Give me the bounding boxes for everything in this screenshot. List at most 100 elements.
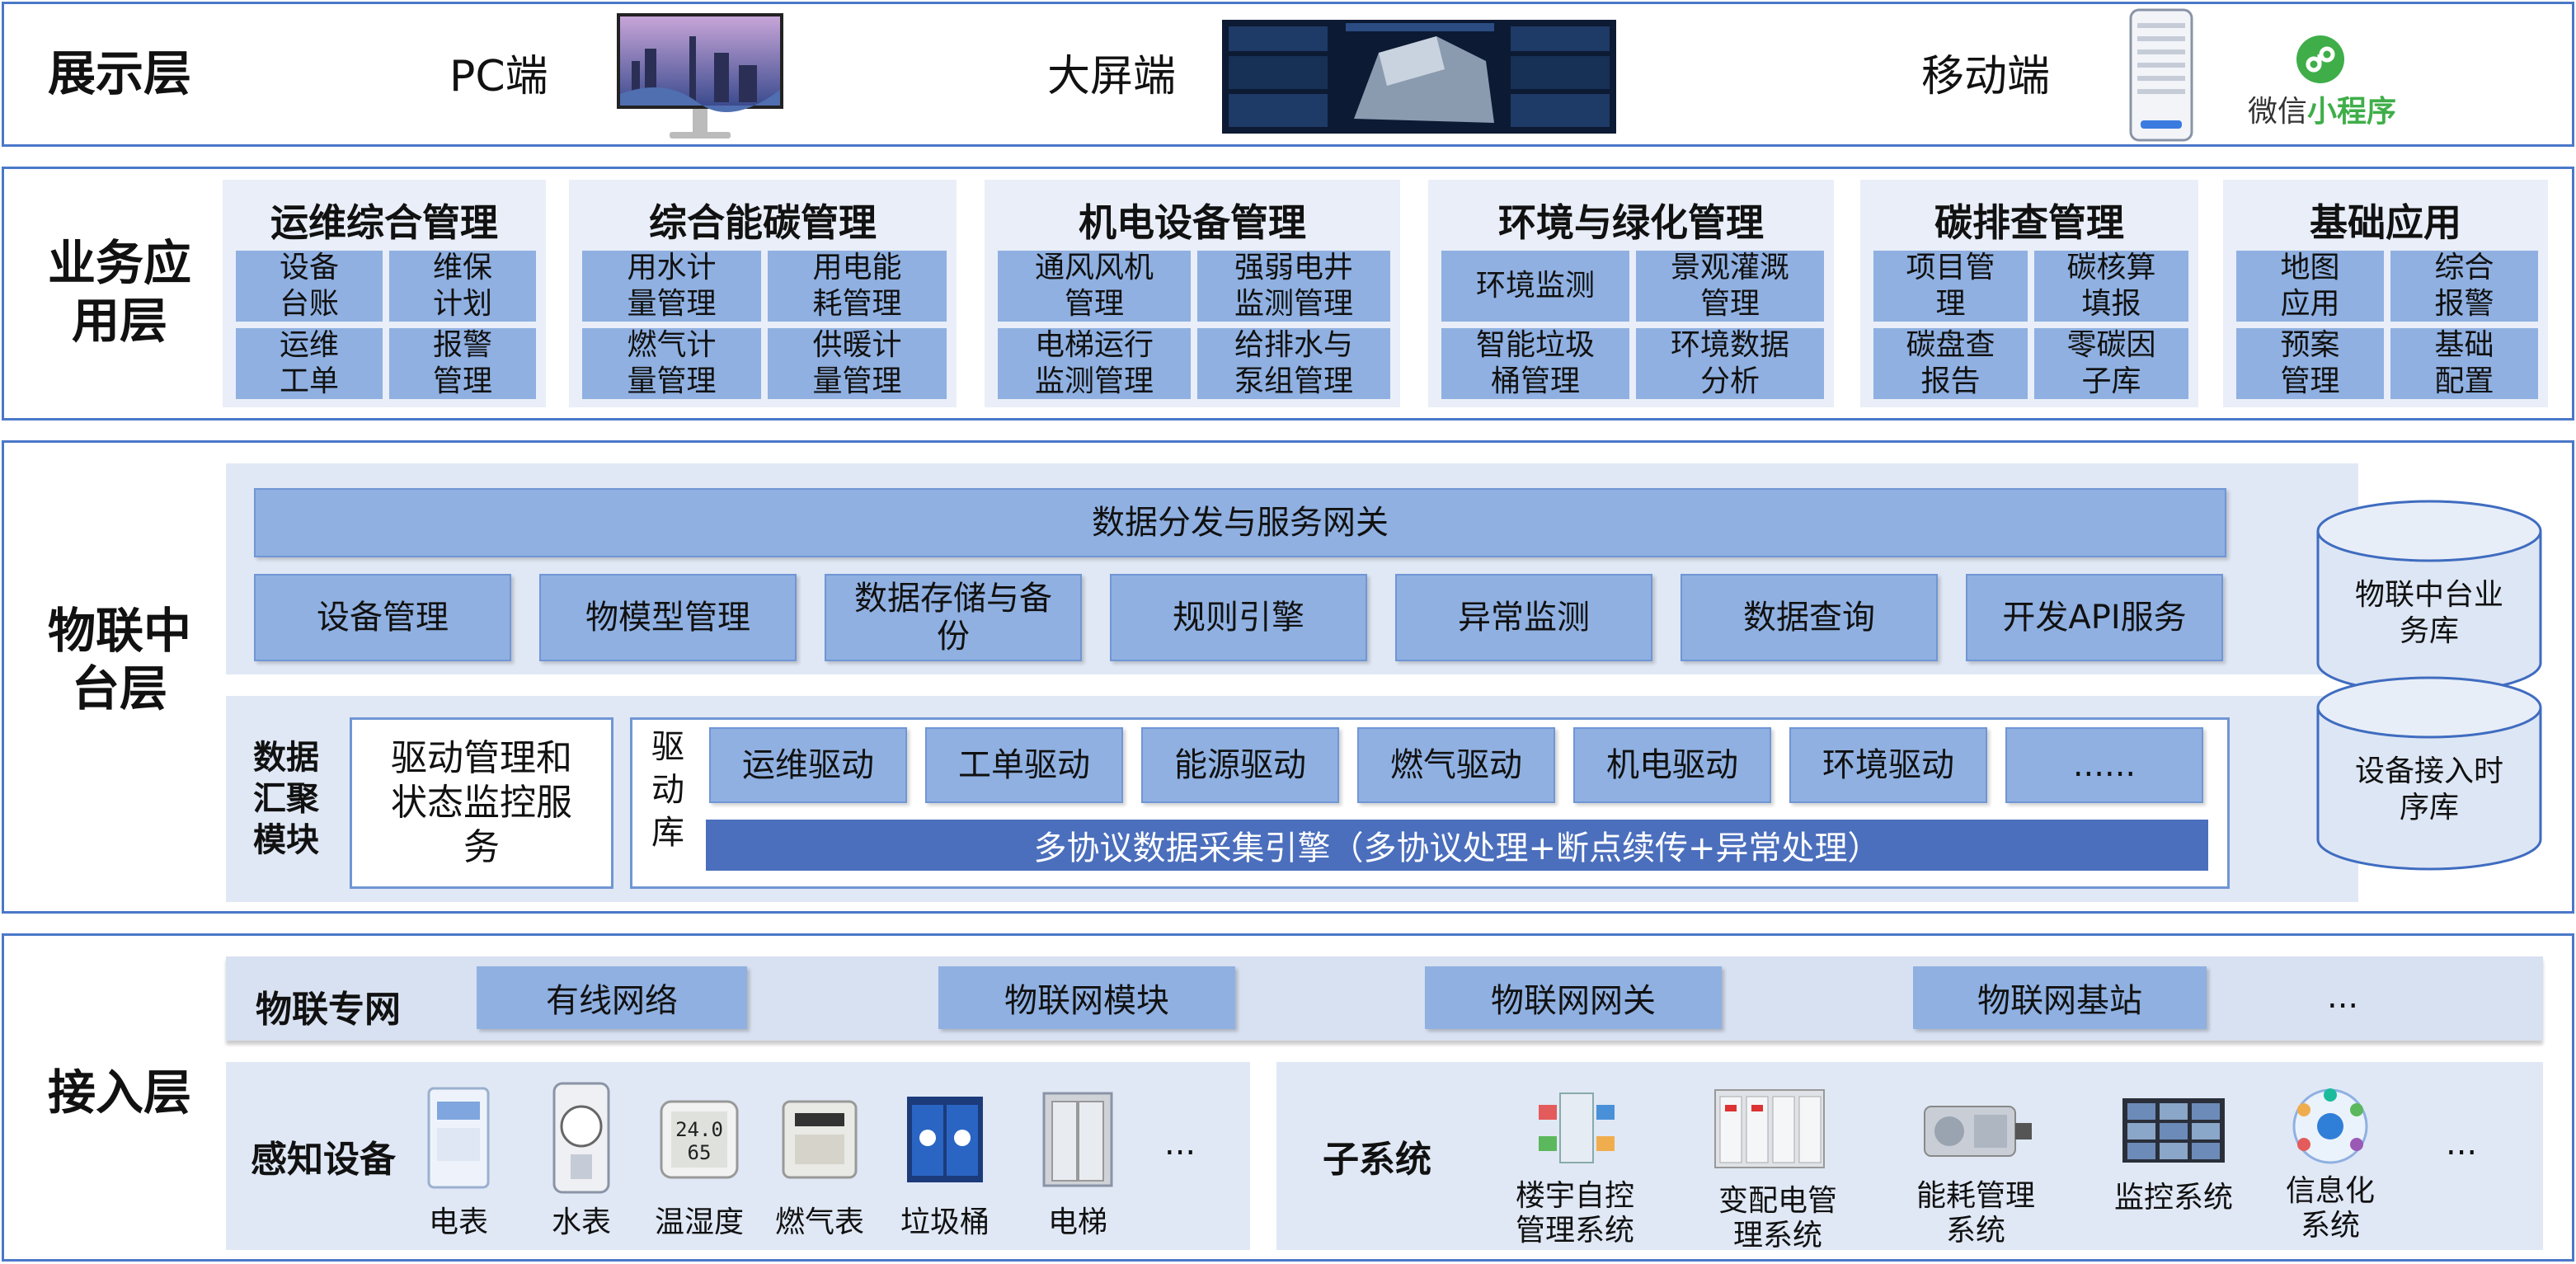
wechat-miniprogram-icon bbox=[2296, 35, 2345, 84]
power-distribution-icon bbox=[1712, 1085, 1827, 1171]
business-cell-label: 设备 台账 bbox=[279, 251, 339, 321]
business-cell[interactable]: 基础 配置 bbox=[2390, 328, 2538, 399]
business-cell-label: 预案 管理 bbox=[2280, 328, 2340, 398]
multi-protocol-engine-bar[interactable]: 多协议数据采集引擎（多协议处理+断点续传+异常处理） bbox=[706, 820, 2208, 871]
business-cell[interactable]: 碳核算 填报 bbox=[2034, 251, 2188, 322]
electric-meter-icon bbox=[425, 1085, 491, 1191]
service-gateway-bar[interactable]: 数据分发与服务网关 bbox=[254, 488, 2226, 557]
driver-module[interactable]: 运维驱动 bbox=[709, 727, 907, 803]
business-cell[interactable]: 报警 管理 bbox=[389, 328, 536, 399]
driver-module[interactable]: 工单驱动 bbox=[925, 727, 1123, 803]
service-module-label: 数据存储与备 份 bbox=[854, 580, 1052, 655]
device-label: 垃圾桶 bbox=[900, 1205, 990, 1239]
service-module[interactable]: 异常监测 bbox=[1395, 574, 1652, 661]
business-cell[interactable]: 零碳因 子库 bbox=[2034, 328, 2188, 399]
business-cell[interactable]: 环境监测 bbox=[1441, 251, 1629, 322]
service-module[interactable]: 数据存储与备 份 bbox=[825, 574, 1082, 661]
business-cell-label: 供暖计 量管理 bbox=[812, 328, 902, 398]
business-cell[interactable]: 用水计 量管理 bbox=[582, 251, 761, 322]
bigscreen-label: 大屏端 bbox=[1047, 52, 1177, 101]
iot-platform-layer-title: 物联中台层 bbox=[47, 603, 191, 717]
business-cell[interactable]: 用电能 耗管理 bbox=[768, 251, 947, 322]
network-module[interactable]: 物联网网关 bbox=[1425, 966, 1722, 1029]
subsystems-more: ... bbox=[2446, 1125, 2478, 1163]
subsystem-label-text: 楼宇自控 管理系统 bbox=[1515, 1179, 1634, 1248]
subsystem-label-item: 楼宇自控 管理系统 bbox=[1484, 1179, 1666, 1248]
driver-module[interactable]: 机电驱动 bbox=[1573, 727, 1771, 803]
service-module[interactable]: 数据查询 bbox=[1681, 574, 1938, 661]
business-cell-label: 项目管 理 bbox=[1906, 251, 1995, 321]
business-group-title: 碳排查管理 bbox=[1934, 200, 2124, 245]
business-cell-label: 通风风机 管理 bbox=[1034, 251, 1154, 321]
business-cell[interactable]: 运维 工单 bbox=[236, 328, 383, 399]
business-cell[interactable]: 项目管 理 bbox=[1873, 251, 2028, 322]
network-module[interactable]: 物联网模块 bbox=[938, 966, 1235, 1029]
business-db-label-text: 物联中台业 务库 bbox=[2354, 578, 2503, 648]
business-cell-label: 维保 计划 bbox=[432, 251, 492, 321]
information-system-icon bbox=[2289, 1085, 2372, 1168]
service-module[interactable]: 开发API服务 bbox=[1966, 574, 2223, 661]
subsystem-label-item: 变配电管 理系统 bbox=[1687, 1184, 1869, 1253]
business-cell[interactable]: 强弱电井 监测管理 bbox=[1197, 251, 1390, 322]
business-cell-label: 用水计 量管理 bbox=[627, 251, 717, 321]
driver-service-text: 驱动管理和 状态监控服 务 bbox=[391, 737, 572, 868]
business-db-icon bbox=[2315, 498, 2543, 696]
driver-module[interactable]: 能源驱动 bbox=[1141, 727, 1339, 803]
business-cell[interactable]: 综合 报警 bbox=[2390, 251, 2538, 322]
sensing-label: 感知设备 bbox=[251, 1139, 396, 1181]
business-group-title: 机电设备管理 bbox=[1079, 200, 1306, 245]
timeseries-db-label-text: 设备接入时 序库 bbox=[2354, 754, 2503, 825]
service-module[interactable]: 物模型管理 bbox=[539, 574, 797, 661]
business-cell-label: 基础 配置 bbox=[2434, 328, 2494, 398]
business-cell[interactable]: 燃气计 量管理 bbox=[582, 328, 761, 399]
business-cell[interactable]: 环境数据 分析 bbox=[1636, 328, 1824, 399]
business-cell-label: 碳盘查 报告 bbox=[1906, 328, 1995, 398]
business-cell-label: 环境监测 bbox=[1475, 269, 1595, 303]
business-group-title: 基础应用 bbox=[2310, 200, 2461, 245]
hygrometer-reading-1: 24.0 bbox=[675, 1118, 723, 1141]
aggregation-label: 数据 汇聚 模块 bbox=[241, 737, 331, 861]
network-label: 物联专网 bbox=[256, 989, 401, 1031]
mobile-phone-icon bbox=[2129, 8, 2193, 142]
timeseries-db-icon bbox=[2315, 674, 2543, 872]
hygrometer-reading-2: 65 bbox=[688, 1141, 712, 1164]
driver-module[interactable]: ...... bbox=[2005, 727, 2203, 803]
service-module-label: 异常监测 bbox=[1458, 599, 1590, 637]
driver-module[interactable]: 环境驱动 bbox=[1789, 727, 1987, 803]
service-module[interactable]: 规则引擎 bbox=[1110, 574, 1367, 661]
business-cell[interactable]: 电梯运行 监测管理 bbox=[998, 328, 1191, 399]
network-module[interactable]: 有线网络 bbox=[477, 966, 747, 1029]
device-label: 电表 bbox=[428, 1205, 488, 1239]
driver-service-box[interactable]: 驱动管理和 状态监控服 务 bbox=[350, 717, 613, 889]
business-cell[interactable]: 地图 应用 bbox=[2236, 251, 2384, 322]
building-automation-icon bbox=[1535, 1088, 1618, 1168]
service-module-label: 开发API服务 bbox=[2002, 599, 2187, 637]
business-cell[interactable]: 供暖计 量管理 bbox=[768, 328, 947, 399]
business-cell-label: 燃气计 量管理 bbox=[627, 328, 717, 398]
network-module[interactable]: 物联网基站 bbox=[1913, 966, 2207, 1029]
subsystem-label-text: 监控系统 bbox=[2113, 1181, 2233, 1215]
business-cell[interactable]: 景观灌溉 管理 bbox=[1636, 251, 1824, 322]
business-cell[interactable]: 设备 台账 bbox=[236, 251, 383, 322]
business-cell[interactable]: 预案 管理 bbox=[2236, 328, 2384, 399]
business-cell[interactable]: 通风风机 管理 bbox=[998, 251, 1191, 322]
service-module-label: 设备管理 bbox=[317, 599, 449, 637]
elevator-icon bbox=[1041, 1090, 1115, 1189]
driver-module[interactable]: 燃气驱动 bbox=[1357, 727, 1555, 803]
business-cell-label: 景观灌溉 管理 bbox=[1670, 251, 1789, 321]
subsystem-label-item: 信息化 系统 bbox=[2240, 1174, 2421, 1243]
timeseries-db-label: 设备接入时 序库 bbox=[2322, 754, 2536, 826]
cctv-monitor-icon bbox=[2121, 1097, 2226, 1164]
business-cell[interactable]: 维保 计划 bbox=[389, 251, 536, 322]
business-layer-title: 业务应用层 bbox=[47, 235, 191, 349]
business-cell[interactable]: 智能垃圾 桶管理 bbox=[1441, 328, 1629, 399]
business-cell[interactable]: 碳盘查 报告 bbox=[1873, 328, 2028, 399]
pc-label: PC端 bbox=[449, 52, 548, 101]
access-layer-title: 接入层 bbox=[47, 1064, 191, 1121]
business-cell[interactable]: 给排水与 泵组管理 bbox=[1197, 328, 1390, 399]
service-module[interactable]: 设备管理 bbox=[254, 574, 511, 661]
dashboard-screen-icon bbox=[1222, 20, 1616, 134]
driver-library-label: 驱 动 库 bbox=[643, 726, 693, 854]
monitor-icon bbox=[615, 12, 785, 143]
gas-meter-icon bbox=[778, 1093, 861, 1184]
